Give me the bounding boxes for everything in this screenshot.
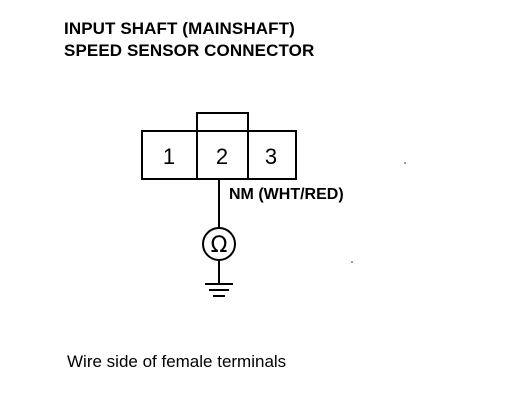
diagram-title: INPUT SHAFT (MAINSHAFT) SPEED SENSOR CON… xyxy=(64,18,314,62)
connector-lock-tab xyxy=(196,112,249,132)
title-line-1: INPUT SHAFT (MAINSHAFT) xyxy=(64,19,295,38)
ohmmeter-icon: Ω xyxy=(202,227,236,261)
pin-3-label: 3 xyxy=(265,144,277,169)
pin-1-label: 1 xyxy=(163,144,175,169)
ground-icon xyxy=(205,283,233,297)
pin-2-label: 2 xyxy=(216,144,228,169)
diagram-caption: Wire side of female terminals xyxy=(67,352,287,371)
connector: 1 2 3 xyxy=(141,112,297,180)
wire-color-label: NM (WHT/RED) xyxy=(229,186,344,203)
ohm-symbol: Ω xyxy=(211,233,228,258)
scan-speck xyxy=(404,162,406,164)
title-line-2: SPEED SENSOR CONNECTOR xyxy=(64,41,315,60)
scan-speck xyxy=(351,261,353,263)
